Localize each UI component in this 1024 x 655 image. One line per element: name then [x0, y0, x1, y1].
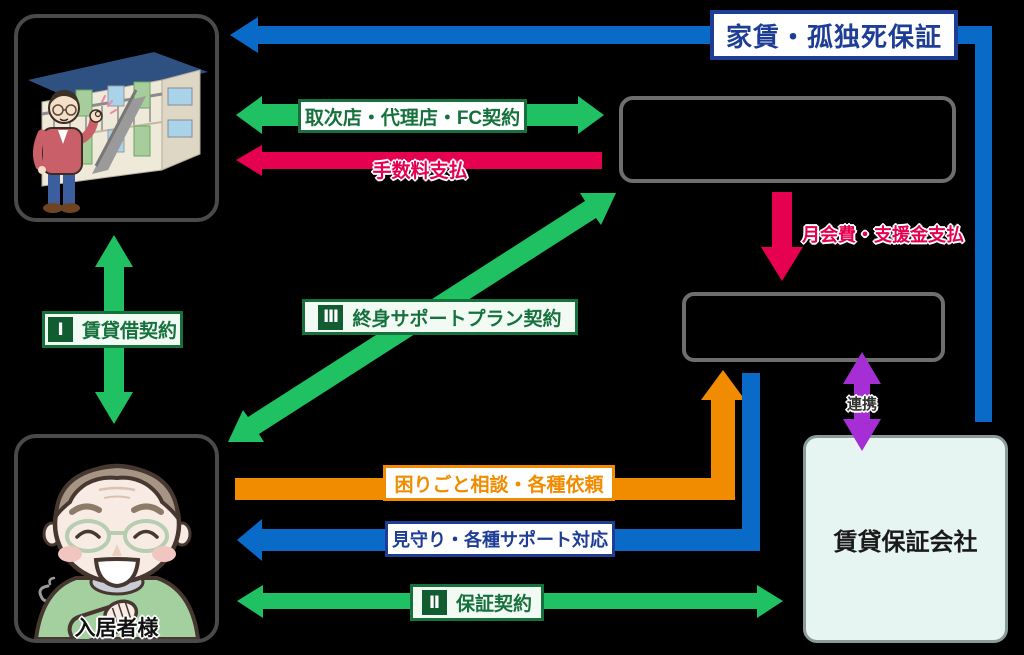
consultation-request-arrow: [235, 370, 745, 500]
watch-support-text: 見守り・各種サポート対応: [392, 530, 608, 550]
apartment-owner-panel: [14, 14, 219, 222]
cooperation-double-arrow: [843, 352, 881, 451]
lease-contract-text: 賃貸借契約: [81, 321, 177, 342]
rent-guarantee-banner: 家賃・孤独死保証: [710, 10, 958, 60]
elderly-resident-illustration: [33, 463, 201, 645]
watch-support-arrow: [237, 373, 760, 561]
lower-door: [133, 125, 151, 157]
fee-payment-arrow: [236, 145, 602, 176]
glasses-lens: [123, 519, 169, 553]
watch-support-label: 見守り・各種サポート対応: [385, 521, 615, 557]
lifetime-support-plan-label: Ⅲ 終身サポートプラン契約: [302, 299, 578, 335]
agency-contract-text: 取次店・代理店・FC契約: [304, 107, 521, 129]
staircase: [92, 96, 146, 174]
hair: [53, 463, 181, 525]
forehead-wrinkle: [98, 486, 136, 492]
apartment-building-illustration: [28, 52, 208, 213]
cooperation-label: 連携: [846, 396, 877, 413]
resident-caption: 入居者様: [74, 617, 159, 640]
numeral-1-badge: Ⅰ: [47, 317, 73, 342]
stair-rail: [94, 89, 138, 167]
consultation-request-label: 困りごと相談・各種依頼: [383, 465, 615, 501]
lifetime-support-plan-text: 終身サポートプラン契約: [352, 308, 562, 330]
glasses-lens: [65, 519, 111, 553]
guarantee-contract-label: Ⅱ 保証契約: [410, 584, 544, 621]
monthly-fee-label: 月会費・支援金支払: [802, 225, 964, 245]
blush: [152, 546, 176, 562]
side-window: [167, 119, 193, 138]
eyebrow: [69, 503, 102, 515]
guarantee-company-label: 賃貸保証会社: [833, 528, 978, 556]
open-mouth: [93, 557, 141, 589]
numeral-2-badge: Ⅱ: [421, 590, 447, 615]
closed-eye: [75, 529, 101, 539]
partner-company-box-middle: [682, 292, 945, 362]
rent-guarantee-banner-label: 家賃・孤独死保証: [725, 21, 942, 52]
resident-panel: [14, 434, 219, 645]
consultation-request-text: 困りごと相談・各種依頼: [394, 474, 604, 496]
nose: [112, 544, 122, 556]
hand-on-chest: [67, 599, 139, 645]
agency-contract-label: 取次店・代理店・FC契約: [298, 99, 527, 133]
guarantee-company-box: 賃貸保証会社: [803, 435, 1008, 643]
closed-eye: [133, 529, 159, 539]
landlord-figure: [32, 90, 117, 213]
side-window: [167, 87, 193, 106]
fee-payment-label: 手数料支払: [372, 161, 468, 182]
sparkle-marks: [101, 95, 117, 114]
roof: [28, 52, 208, 102]
blush: [58, 546, 82, 562]
lease-contract-label: Ⅰ 賃貸借契約: [42, 311, 183, 348]
numeral-3-badge: Ⅲ: [318, 304, 344, 330]
eyebrow: [131, 503, 164, 515]
partner-company-box-top: [619, 96, 956, 183]
forehead-wrinkle: [103, 495, 131, 499]
guarantee-contract-text: 保証契約: [455, 594, 532, 615]
monthly-fee-arrow: [761, 192, 803, 281]
